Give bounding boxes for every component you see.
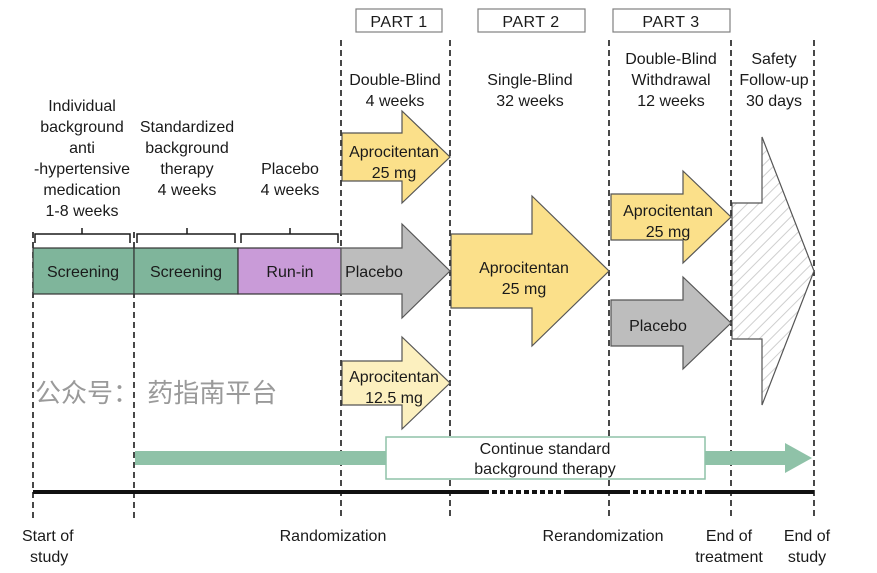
brace-individual: [34, 228, 131, 243]
svg-text:Withdrawal: Withdrawal: [631, 72, 710, 89]
svg-text:PART 3: PART 3: [642, 14, 699, 31]
svg-text:Run-in: Run-in: [266, 264, 313, 281]
timeline-label-rerandomization: Rerandomization: [543, 528, 664, 545]
svg-text:PART 2: PART 2: [502, 14, 559, 31]
svg-text:Placebo: Placebo: [261, 161, 319, 178]
svg-text:12 weeks: 12 weeks: [637, 93, 705, 110]
svg-text:Safety: Safety: [751, 51, 796, 68]
svg-text:Follow-up: Follow-up: [739, 72, 808, 89]
arrow-part1-aprocitentan-12-5mg: Aprocitentan 12.5 mg: [341, 335, 451, 431]
svg-text:Placebo: Placebo: [629, 318, 687, 335]
phase-header-single-blind: Single-Blind 32 weeks: [487, 72, 572, 110]
svg-text:4 weeks: 4 weeks: [366, 93, 425, 110]
svg-text:1-8 weeks: 1-8 weeks: [46, 203, 119, 220]
brace-placebo: [240, 228, 339, 243]
svg-text:background: background: [40, 119, 124, 136]
svg-text:Single-Blind: Single-Blind: [487, 72, 572, 89]
svg-text:Aprocitentan: Aprocitentan: [479, 260, 569, 277]
svg-text:32 weeks: 32 weeks: [496, 93, 564, 110]
timeline-label-start: Start of study: [22, 528, 74, 566]
svg-text:Screening: Screening: [47, 264, 119, 281]
svg-text:25 mg: 25 mg: [372, 165, 416, 182]
arrow-part2-aprocitentan-25mg: Aprocitentan 25 mg: [450, 194, 610, 348]
brace-standardized: [136, 228, 236, 243]
svg-text:4 weeks: 4 weeks: [158, 182, 217, 199]
svg-text:Placebo: Placebo: [345, 264, 403, 281]
svg-text:Start of: Start of: [22, 528, 74, 545]
screening-box-1: Screening: [32, 247, 135, 295]
timeline-label-end-study: End of study: [784, 528, 831, 566]
watermark: 公众号： 药指南平台: [35, 379, 277, 409]
svg-text:30 days: 30 days: [746, 93, 802, 110]
phase-header-withdrawal: Double-Blind Withdrawal 12 weeks: [625, 51, 717, 110]
svg-text:4 weeks: 4 weeks: [261, 182, 320, 199]
arrow-part1-placebo: Placebo: [340, 222, 451, 320]
svg-text:treatment: treatment: [695, 549, 763, 566]
svg-text:Aprocitentan: Aprocitentan: [623, 203, 713, 220]
svg-text:Aprocitentan: Aprocitentan: [349, 144, 439, 161]
run-in-box: Run-in: [237, 247, 342, 295]
phase-header-placebo: Placebo 4 weeks: [261, 161, 320, 199]
phase-header-standardized: Standardized background therapy 4 weeks: [140, 119, 234, 199]
arrow-part3-aprocitentan-25mg: Aprocitentan 25 mg: [610, 169, 732, 265]
svg-text:anti: anti: [69, 140, 95, 157]
svg-text:25 mg: 25 mg: [646, 224, 690, 241]
svg-text:-hypertensive: -hypertensive: [34, 161, 130, 178]
part-1-header: PART 1: [355, 8, 443, 33]
screening-box-2: Screening: [133, 247, 239, 295]
svg-text:25 mg: 25 mg: [502, 281, 546, 298]
arrow-part3-placebo: Placebo: [610, 275, 732, 371]
phase-braces: [34, 228, 339, 243]
svg-text:Double-Blind: Double-Blind: [349, 72, 441, 89]
svg-text:PART 1: PART 1: [370, 14, 427, 31]
phase-header-safety: Safety Follow-up 30 days: [739, 51, 808, 110]
svg-text:12.5 mg: 12.5 mg: [365, 390, 423, 407]
svg-text:Screening: Screening: [150, 264, 222, 281]
svg-text:study: study: [30, 549, 68, 566]
arrow-part1-aprocitentan-25mg: Aprocitentan 25 mg: [341, 109, 451, 205]
svg-text:End of: End of: [706, 528, 753, 545]
continue-therapy-arrow: Continue standard background therapy: [135, 436, 812, 480]
svg-text:medication: medication: [43, 182, 120, 199]
timeline-label-end-treatment: End of treatment: [695, 528, 763, 566]
svg-text:background: background: [145, 140, 229, 157]
timeline-label-randomization: Randomization: [280, 528, 387, 545]
part-2-header: PART 2: [477, 8, 586, 33]
svg-text:Aprocitentan: Aprocitentan: [349, 369, 439, 386]
phase-header-individual: Individual background anti -hypertensive…: [34, 98, 130, 220]
svg-text:background therapy: background therapy: [474, 461, 615, 478]
svg-text:Double-Blind: Double-Blind: [625, 51, 717, 68]
part-3-header: PART 3: [612, 8, 731, 33]
svg-text:Continue standard: Continue standard: [480, 441, 611, 458]
svg-text:Standardized: Standardized: [140, 119, 234, 136]
svg-text:Individual: Individual: [48, 98, 116, 115]
svg-text:End of: End of: [784, 528, 831, 545]
svg-text:therapy: therapy: [160, 161, 213, 178]
arrow-safety-followup: [731, 136, 815, 406]
phase-header-double-blind: Double-Blind 4 weeks: [349, 72, 441, 110]
svg-text:study: study: [788, 549, 826, 566]
